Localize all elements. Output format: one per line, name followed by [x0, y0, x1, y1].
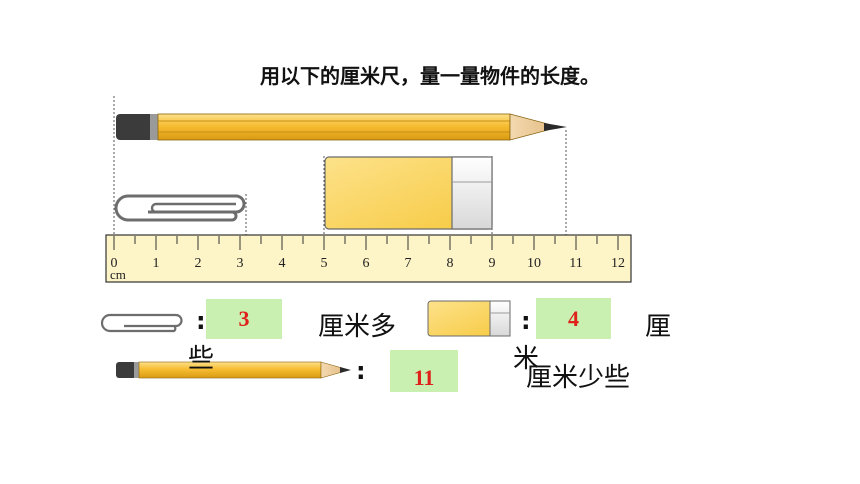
- pencil-large: [116, 113, 567, 141]
- paperclip-large: [114, 194, 246, 222]
- ruler-tick-label: 7: [405, 256, 412, 271]
- eraser-unit-text-tail: 米: [513, 344, 540, 374]
- pencil-colon: :: [356, 357, 366, 385]
- pencil-small-icon: [116, 361, 351, 379]
- paperclip-unit-text-tail: 些: [188, 344, 215, 374]
- instruction-title: 用以下的厘米尺，量一量物件的长度。: [260, 64, 600, 88]
- eraser-answer-box[interactable]: 4: [536, 298, 611, 339]
- ruler-tick-label: 4: [279, 256, 286, 271]
- ruler-tick-label: 9: [489, 256, 496, 271]
- ruler-tick-label: 3: [237, 256, 244, 271]
- pencil-unit-text: 厘米少些: [526, 363, 631, 393]
- eraser-unit-text: 厘: [645, 312, 672, 342]
- ruler-tick-label: 11: [569, 256, 582, 271]
- ruler-tick-label: 0: [111, 256, 118, 271]
- ruler-tick-label: 6: [363, 256, 370, 271]
- eraser-colon: :: [521, 307, 531, 335]
- ruler-tick-label: 12: [611, 256, 625, 271]
- ruler-tick-label: 8: [447, 256, 454, 271]
- ruler-tick-label: 2: [195, 256, 202, 271]
- paperclip-answer-box[interactable]: 3: [206, 299, 282, 339]
- eraser-small-icon: [427, 300, 511, 337]
- ruler-tick-label: 10: [527, 256, 541, 271]
- ruler-unit-label: cm: [110, 267, 126, 282]
- paperclip-unit-text: 厘米多: [318, 312, 397, 342]
- paperclip-small-icon: [100, 313, 183, 333]
- ruler-tick-label: 5: [321, 256, 328, 271]
- eraser-large: [324, 156, 493, 230]
- pencil-answer-box[interactable]: 11: [390, 350, 458, 392]
- ruler-tick-label: 1: [153, 256, 160, 271]
- paperclip-colon: :: [196, 307, 206, 335]
